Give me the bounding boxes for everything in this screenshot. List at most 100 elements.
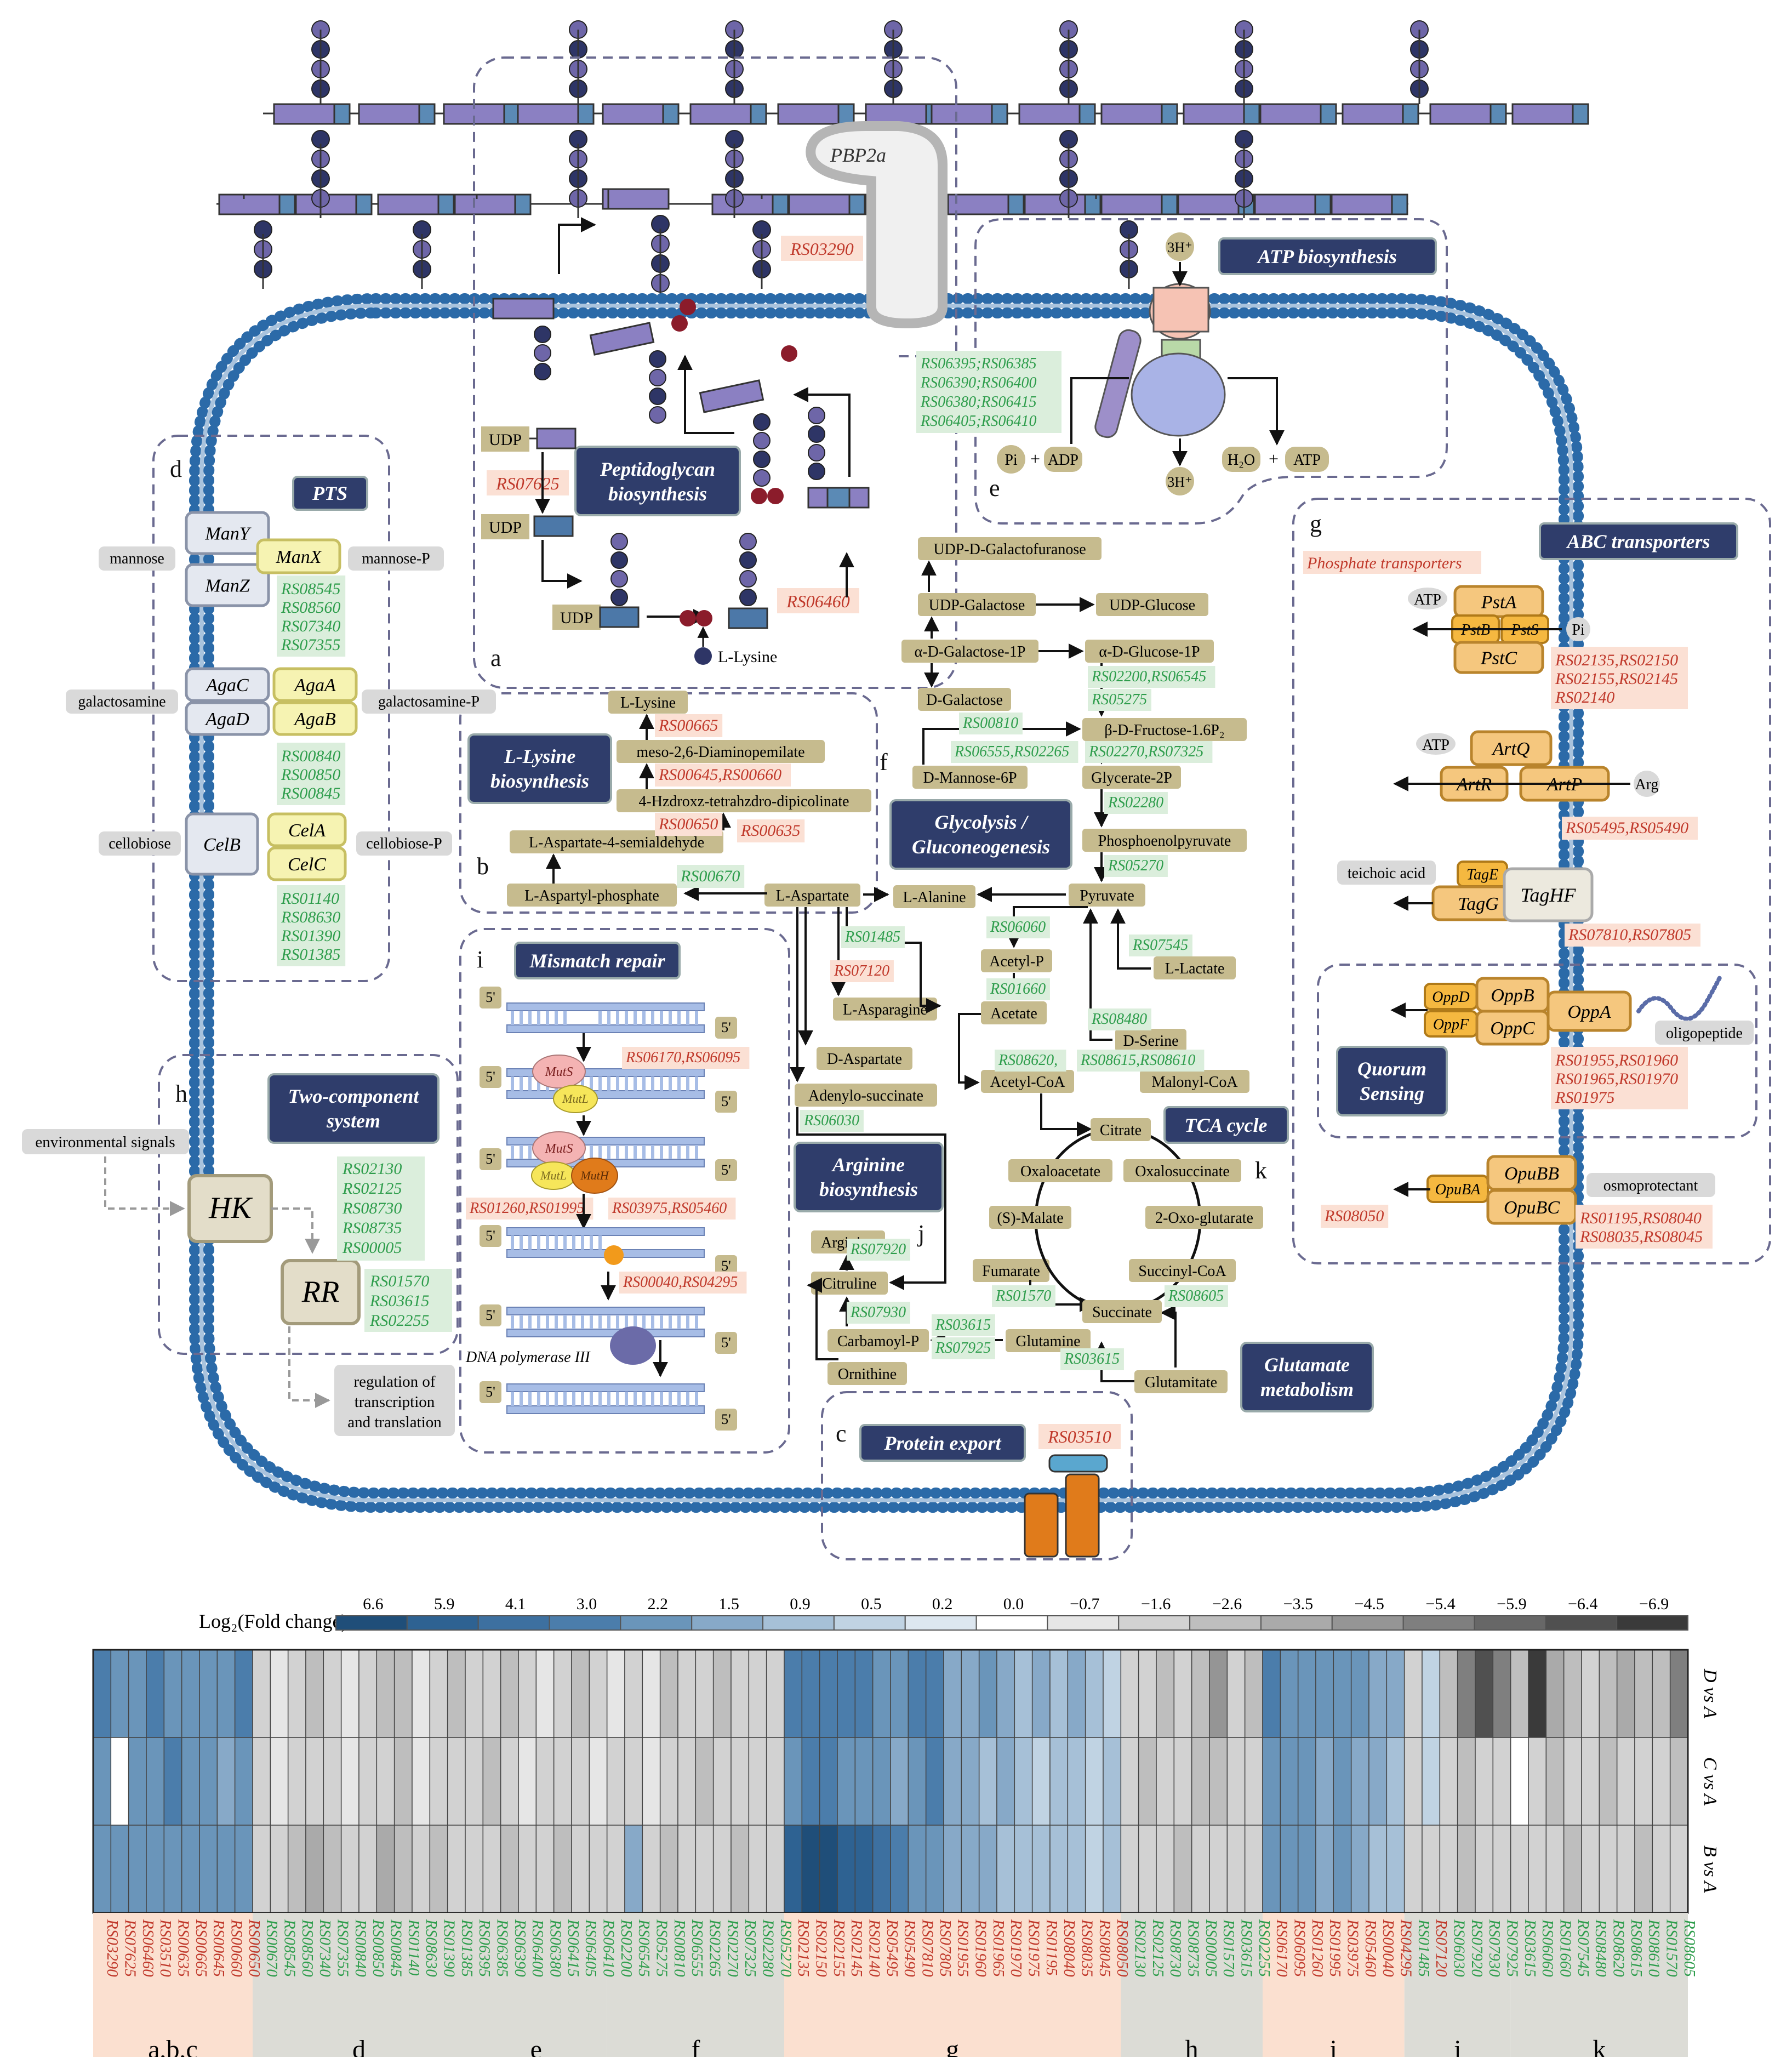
osmoprotectant-label: osmoprotectant xyxy=(1603,1177,1698,1194)
title-g: ABC transporters xyxy=(1566,531,1710,552)
group-label-3: f xyxy=(691,2035,700,2057)
peptide-bead xyxy=(753,451,771,468)
heat-cell xyxy=(978,1737,997,1826)
heat-cell xyxy=(376,1825,395,1913)
glycan-link xyxy=(1161,193,1178,215)
dna-polymerase-iii xyxy=(610,1326,656,1365)
title-e-box xyxy=(1218,237,1437,275)
gene-rs07545: RS07545 xyxy=(1132,937,1188,954)
glycan-link xyxy=(1243,103,1260,125)
heat-gene-47: RS07805 xyxy=(937,1919,954,1977)
gene-rs02270-rs07325: RS02270,RS07325 xyxy=(1088,743,1203,760)
met-acetate: Acetate xyxy=(990,1005,1037,1022)
met-a-d-galactose-1p-box xyxy=(901,640,1038,663)
label-cellobiose-box xyxy=(99,831,181,856)
heat-gene-60: RS08730 xyxy=(1167,1919,1184,1977)
letter-g: g xyxy=(1310,510,1322,537)
heat-cell xyxy=(1616,1825,1635,1913)
regulation-box xyxy=(334,1365,455,1436)
heat-gene-30: RS06545 xyxy=(635,1919,653,1977)
heat-cell xyxy=(1138,1737,1157,1826)
protein-oppb: OppB xyxy=(1491,985,1534,1006)
title-f: Glycolysis /Gluconeogenesis xyxy=(912,811,1050,858)
heat-cell xyxy=(110,1825,129,1913)
five-5a-box xyxy=(480,1304,501,1326)
heat-gene-74: RS01485 xyxy=(1415,1919,1433,1977)
heat-cell xyxy=(358,1737,378,1826)
gene-rs00645-rs00660: RS00645,RS00660 xyxy=(658,766,781,784)
heat-gene-25: RS06380 xyxy=(547,1919,564,1977)
gene-box xyxy=(959,713,1023,734)
glycan-link xyxy=(1320,103,1337,125)
protein-many: ManY xyxy=(204,524,251,544)
met-aspartyl-phosphate-box xyxy=(507,884,677,907)
heat-cell xyxy=(748,1649,767,1738)
met-2-oxo-glutarate: 2-Oxo-glutarate xyxy=(1155,1210,1253,1227)
gene-box xyxy=(932,1314,995,1336)
legend-value-16: −5.9 xyxy=(1497,1595,1526,1613)
heat-cell xyxy=(1173,1649,1192,1738)
heat-cell xyxy=(500,1649,519,1738)
genes-d2-box xyxy=(277,743,346,805)
protein-psta-box xyxy=(1453,585,1544,618)
heat-cell xyxy=(518,1737,537,1826)
five-2b-box xyxy=(715,1091,737,1113)
met-diaminopimelate-box xyxy=(617,740,825,763)
genes-g3: RS07810,RS07805 xyxy=(1568,926,1691,944)
heat-gene-48: RS01955 xyxy=(954,1919,972,1977)
heat-cell xyxy=(252,1737,271,1826)
gene-rs00665: RS00665 xyxy=(658,716,718,734)
gene-rs00040-rs04295: RS00040,RS04295 xyxy=(623,1274,738,1291)
heat-cell xyxy=(1492,1649,1511,1738)
met-l-aspartate-box xyxy=(764,884,860,907)
heat-gene-42: RS02145 xyxy=(848,1919,865,1977)
genes-quorum-1: RS01965,RS01970 xyxy=(1555,1070,1678,1088)
glycan-link xyxy=(1161,103,1178,125)
glycan-unit xyxy=(1100,193,1163,215)
glycan-unit xyxy=(589,322,655,356)
protein-oppa-box xyxy=(1546,990,1632,1032)
heat-cell xyxy=(500,1825,519,1913)
protein-manz-box xyxy=(185,563,270,607)
h-top-circle xyxy=(1166,232,1194,261)
heat-gene-86: RS08615 xyxy=(1628,1919,1645,1977)
heat-gene-39: RS02135 xyxy=(795,1919,812,1977)
label-galactosamine: galactosamine xyxy=(78,693,165,710)
heat-cell xyxy=(128,1825,147,1913)
legend-value-2: 4.1 xyxy=(505,1595,526,1613)
legend-swatch-17 xyxy=(1545,1615,1618,1631)
heat-cell xyxy=(712,1737,732,1826)
heat-cell xyxy=(1297,1649,1316,1738)
heat-cell xyxy=(482,1737,501,1826)
genes-d3-3: RS01385 xyxy=(281,945,340,964)
gene-h1-3: RS08735 xyxy=(342,1219,402,1237)
glycan-link xyxy=(514,193,532,215)
met-acetyl-coa-box xyxy=(981,1070,1074,1093)
genes-quorum-box xyxy=(1551,1047,1688,1109)
glycan-unit xyxy=(1100,103,1163,125)
heat-cell xyxy=(1067,1649,1086,1738)
five-2b: 5' xyxy=(721,1093,731,1109)
env-signal-box xyxy=(22,1129,189,1154)
heat-cell xyxy=(1599,1825,1618,1913)
dala xyxy=(781,345,797,362)
legend-value-6: 0.9 xyxy=(790,1595,811,1613)
heat-cell xyxy=(216,1737,236,1826)
heat-cell xyxy=(252,1649,271,1738)
heat-cell xyxy=(1563,1825,1582,1913)
heat-cell xyxy=(1439,1825,1458,1913)
met-l-lysine: L-Lysine xyxy=(620,694,676,711)
heat-cell xyxy=(1457,1649,1476,1738)
heat-cell xyxy=(1528,1737,1547,1826)
group-bg-8 xyxy=(1510,1913,1688,2057)
protein-pstc: PstC xyxy=(1480,648,1517,669)
heat-cell xyxy=(1244,1825,1263,1913)
heat-cell xyxy=(1173,1825,1192,1913)
dna-top-strand xyxy=(506,1002,705,1011)
met-diaminopimelate: meso-2,6-Diaminopemilate xyxy=(636,744,804,761)
arrow xyxy=(1160,1305,1177,1367)
heat-cell xyxy=(1439,1737,1458,1826)
title-c-box xyxy=(859,1424,1026,1462)
heat-cell xyxy=(429,1737,448,1826)
